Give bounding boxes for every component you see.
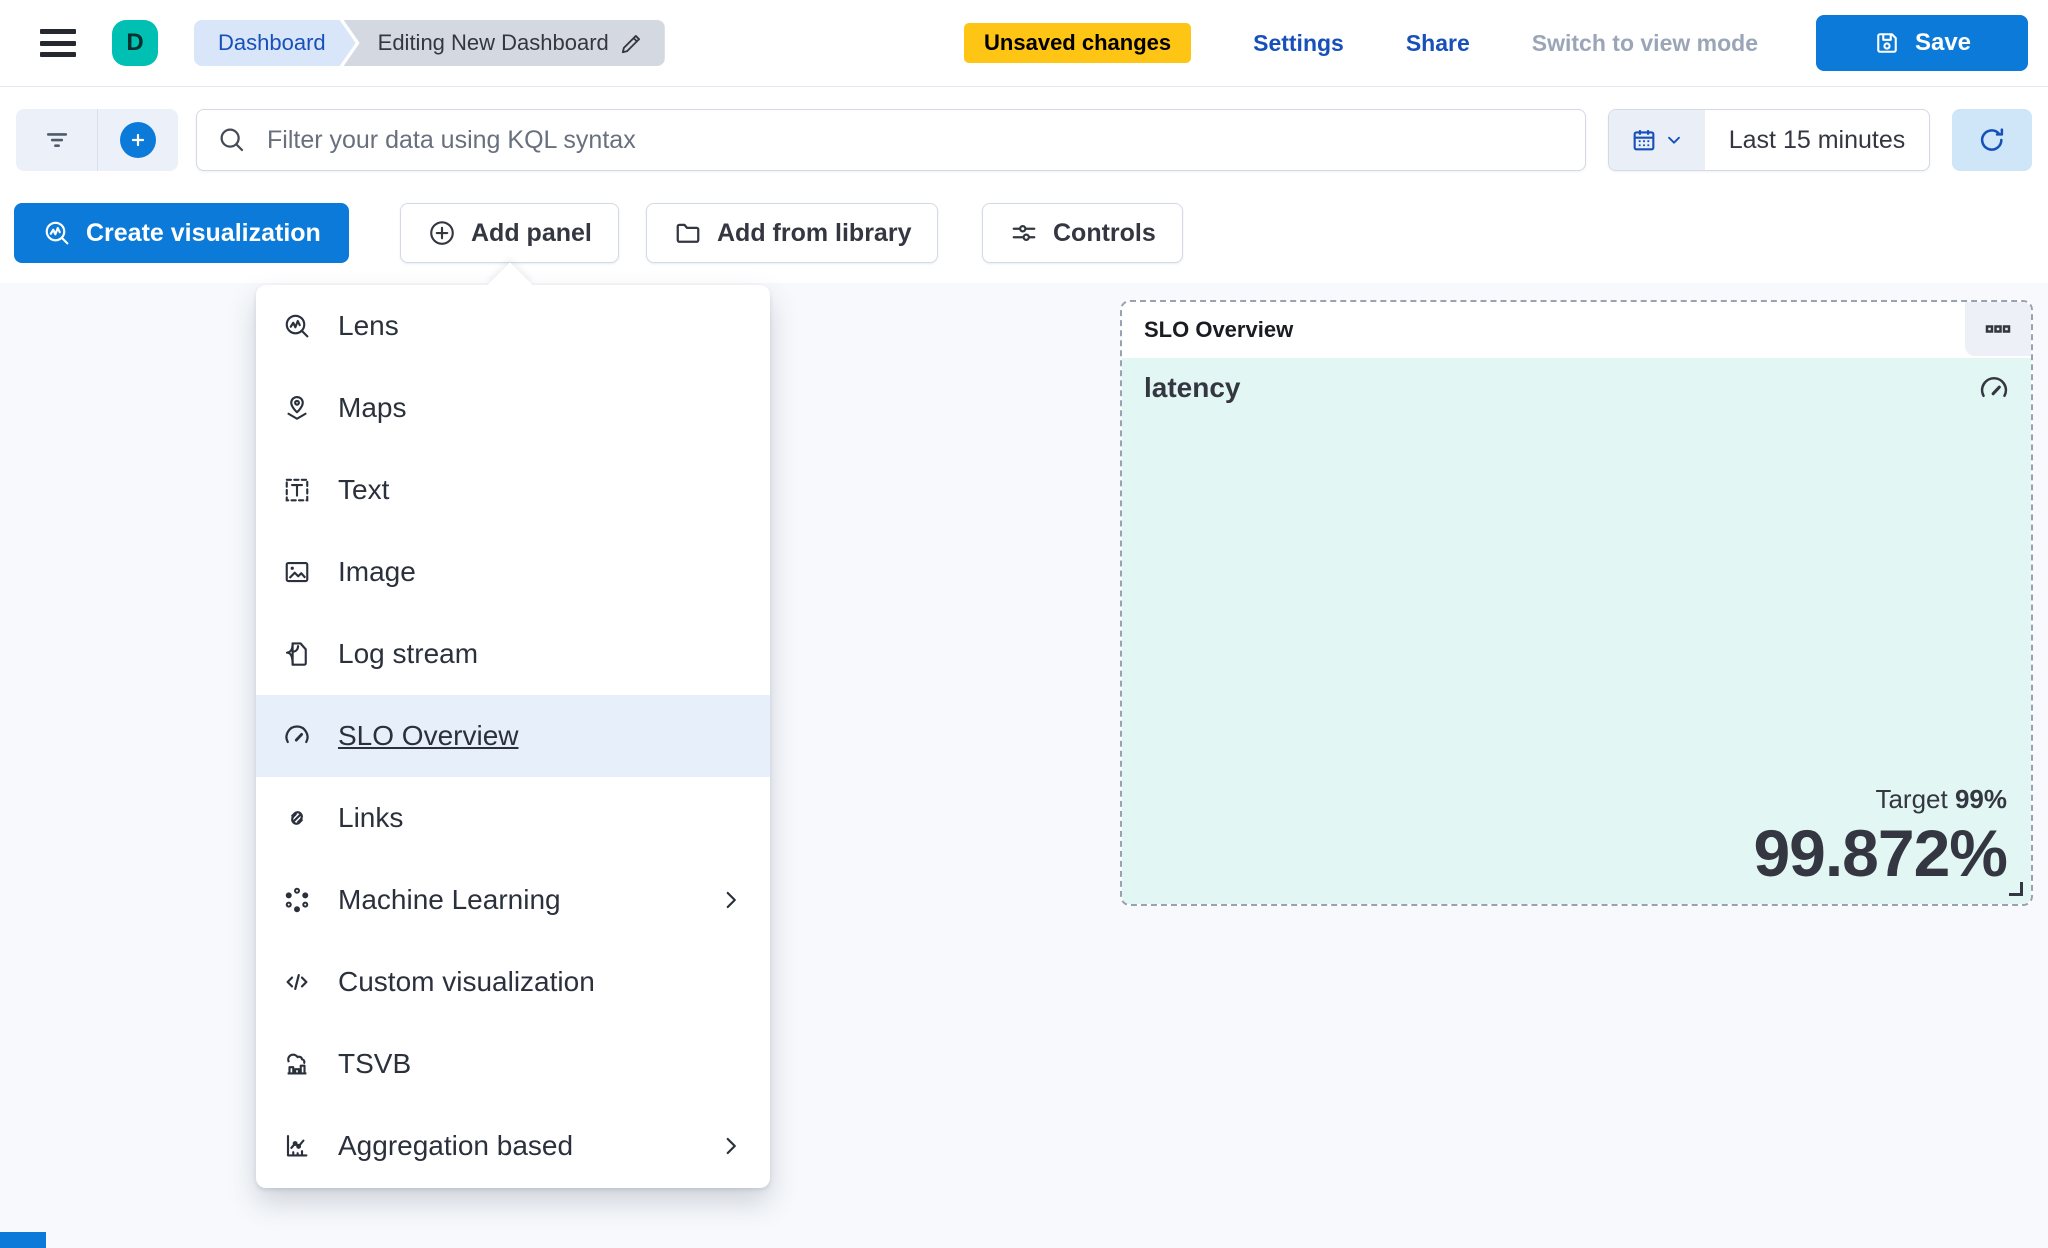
query-bar: Last 15 minutes [0,88,2048,203]
folder-icon [673,218,703,248]
top-navigation-bar: D Dashboard Editing New Dashboard Unsave… [0,0,2048,87]
menu-item-tsvb[interactable]: TSVB [256,1023,770,1105]
menu-item-machine-learning[interactable]: Machine Learning [256,859,770,941]
search-icon [217,125,247,155]
boxes-horizontal-icon [1983,314,2013,344]
kql-search-bar[interactable] [196,109,1586,171]
slo-value: 99.872% [1753,815,2008,890]
create-visualization-label: Create visualization [86,218,321,247]
panel-title: SLO Overview [1144,317,1294,342]
tsvb-bars-icon [282,1049,312,1079]
menu-item-lens[interactable]: Lens [256,285,770,367]
add-filter-button[interactable] [97,109,178,171]
save-button-label: Save [1914,29,1972,56]
settings-link[interactable]: Settings [1253,29,1344,56]
log-stream-icon [282,639,312,669]
panel-context-menu-button[interactable] [1965,302,2031,356]
add-panel-menu: Lens Maps Text Image Log stream SLO Over… [256,285,770,1188]
filter-funnel-icon[interactable] [16,109,97,171]
resize-corner-icon[interactable] [2009,882,2023,896]
floppy-disk-icon [1873,29,1901,57]
add-panel-label: Add panel [471,218,592,247]
refresh-icon [1976,124,2008,156]
calendar-icon [1630,126,1658,154]
edit-pencil-icon[interactable] [619,30,645,56]
menu-item-custom-visualization[interactable]: Custom visualization [256,941,770,1023]
slo-target-label: Target [1875,783,1948,814]
slo-overview-panel[interactable]: SLO Overview latency Target 99% 99.872% [1120,300,2033,906]
dashboard-toolbar: Create visualization Add panel Add from … [0,203,2048,283]
chevron-right-icon [718,1133,744,1159]
aggregation-chart-icon [282,1131,312,1161]
code-brackets-icon [282,967,312,997]
add-from-library-label: Add from library [717,218,912,247]
plus-in-circle-icon [430,221,454,245]
menu-item-aggregation-based[interactable]: Aggregation based [256,1105,770,1187]
switch-to-view-mode-link[interactable]: Switch to view mode [1531,29,1758,56]
lens-magnifier-chart-icon [42,218,72,248]
gauge-icon [282,721,312,751]
plus-in-circle-solid-icon [120,122,156,158]
menu-item-image[interactable]: Image [256,531,770,613]
menu-item-links[interactable]: Links [256,777,770,859]
breadcrumb-editing-title[interactable]: Editing New Dashboard [343,20,665,66]
controls-button[interactable]: Controls [982,203,1183,263]
menu-item-text[interactable]: Text [256,449,770,531]
controls-label: Controls [1053,218,1156,247]
menu-item-maps[interactable]: Maps [256,367,770,449]
refresh-button[interactable] [1952,109,2032,171]
slo-target-value: 99% [1954,783,2007,814]
menu-item-log-stream[interactable]: Log stream [256,613,770,695]
lens-magnifier-chart-icon [282,311,312,341]
breadcrumb-dashboard[interactable]: Dashboard [194,20,356,66]
chain-link-icon [282,803,312,833]
kql-search-input[interactable] [267,125,1565,155]
time-range-picker: Last 15 minutes [1608,109,1930,171]
add-panel-button[interactable]: Add panel [400,203,619,263]
chevron-right-icon [718,887,744,913]
sliders-icon [1009,218,1039,248]
text-box-icon [282,475,312,505]
machine-learning-dots-icon [282,885,312,915]
hamburger-menu-icon[interactable] [40,29,76,57]
menu-item-slo-overview[interactable]: SLO Overview [256,695,770,777]
unsaved-changes-badge: Unsaved changes [964,23,1192,63]
filter-button-group [16,109,178,171]
breadcrumb: Dashboard Editing New Dashboard [194,20,665,66]
share-link[interactable]: Share [1405,29,1470,56]
breadcrumb-editing-label: Editing New Dashboard [377,30,609,55]
panel-header: SLO Overview [1122,302,2031,358]
slo-panel-body: latency Target 99% 99.872% [1122,358,2031,904]
create-visualization-button[interactable]: Create visualization [14,203,349,263]
calendar-dropdown-button[interactable] [1609,110,1705,170]
map-pin-layers-icon [282,393,312,423]
slo-name: latency [1144,372,1241,403]
space-avatar[interactable]: D [112,20,158,66]
slo-metrics: Target 99% 99.872% [1753,783,2008,890]
image-icon [282,557,312,587]
bottom-left-accent [0,1232,46,1248]
gauge-icon [1977,372,2011,406]
chevron-down-icon [1664,130,1684,150]
time-range-value[interactable]: Last 15 minutes [1728,125,1906,154]
add-from-library-button[interactable]: Add from library [646,203,939,263]
save-button[interactable]: Save [1816,15,2028,71]
